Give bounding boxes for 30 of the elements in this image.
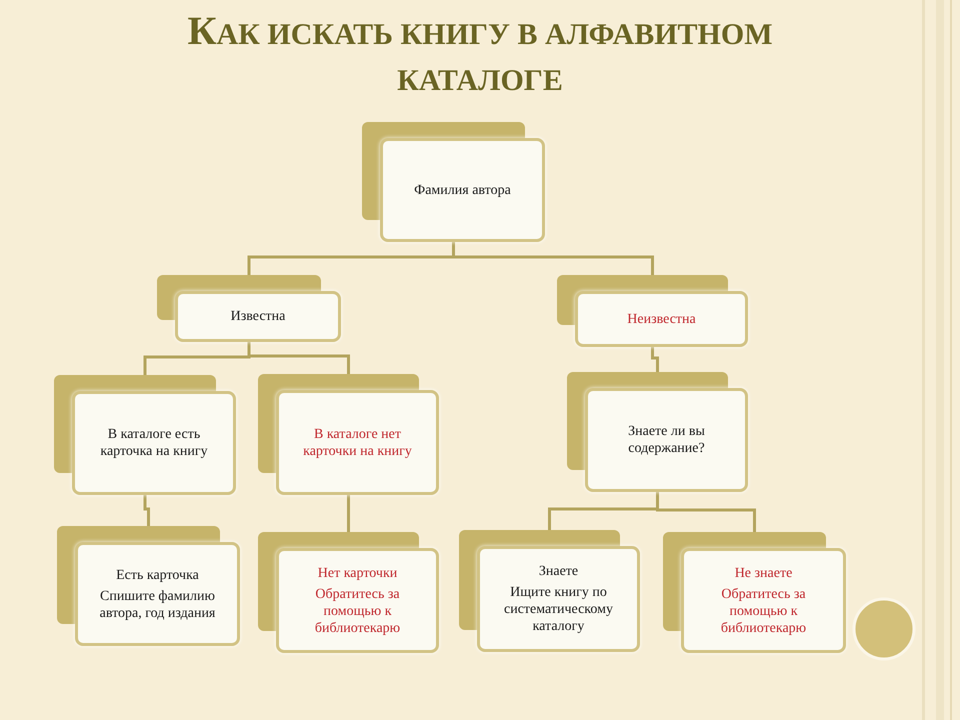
process-box <box>258 532 439 653</box>
connector-line <box>248 342 350 374</box>
box-text: Неизвестна <box>627 310 696 328</box>
box-text: Обратитесь за помощью к библиотекарю <box>314 586 402 636</box>
process-box <box>54 375 236 495</box>
box-text: Есть карточка <box>116 566 199 584</box>
process-box <box>157 275 341 342</box>
box-text: В каталоге есть карточка на книгу <box>99 426 209 460</box>
box-text: Знаете <box>538 563 578 580</box>
connector-line <box>347 495 350 532</box>
box-text: Известна <box>230 308 286 325</box>
process-box <box>459 530 640 652</box>
box-text: Спишите фамилию автора, год издания <box>98 588 216 622</box>
box-text: Не знаете <box>734 564 792 582</box>
connector-line <box>651 347 659 372</box>
box-text: Обратитесь за помощью к библиотекарю <box>720 586 808 636</box>
process-box <box>57 526 240 646</box>
process-box <box>557 275 748 347</box>
process-box <box>258 374 439 495</box>
connector-line <box>144 495 150 526</box>
connector-line <box>452 242 654 275</box>
title: КАК ИСКАТЬ КНИГУ В АЛФАВИТНОМ КАТАЛОГЕ <box>186 8 774 99</box>
process-box <box>567 372 748 492</box>
box-text: В каталоге нет карточки на книгу <box>302 426 413 460</box>
process-box <box>663 532 846 653</box>
process-box <box>362 122 545 242</box>
box-text: Нет карточки <box>318 564 398 582</box>
box-text: Ищите книгу по систематическому каталогу <box>503 584 614 635</box>
box-text: Знаете ли вы содержание? <box>627 423 706 457</box>
box-text: Фамилия автора <box>414 182 511 198</box>
